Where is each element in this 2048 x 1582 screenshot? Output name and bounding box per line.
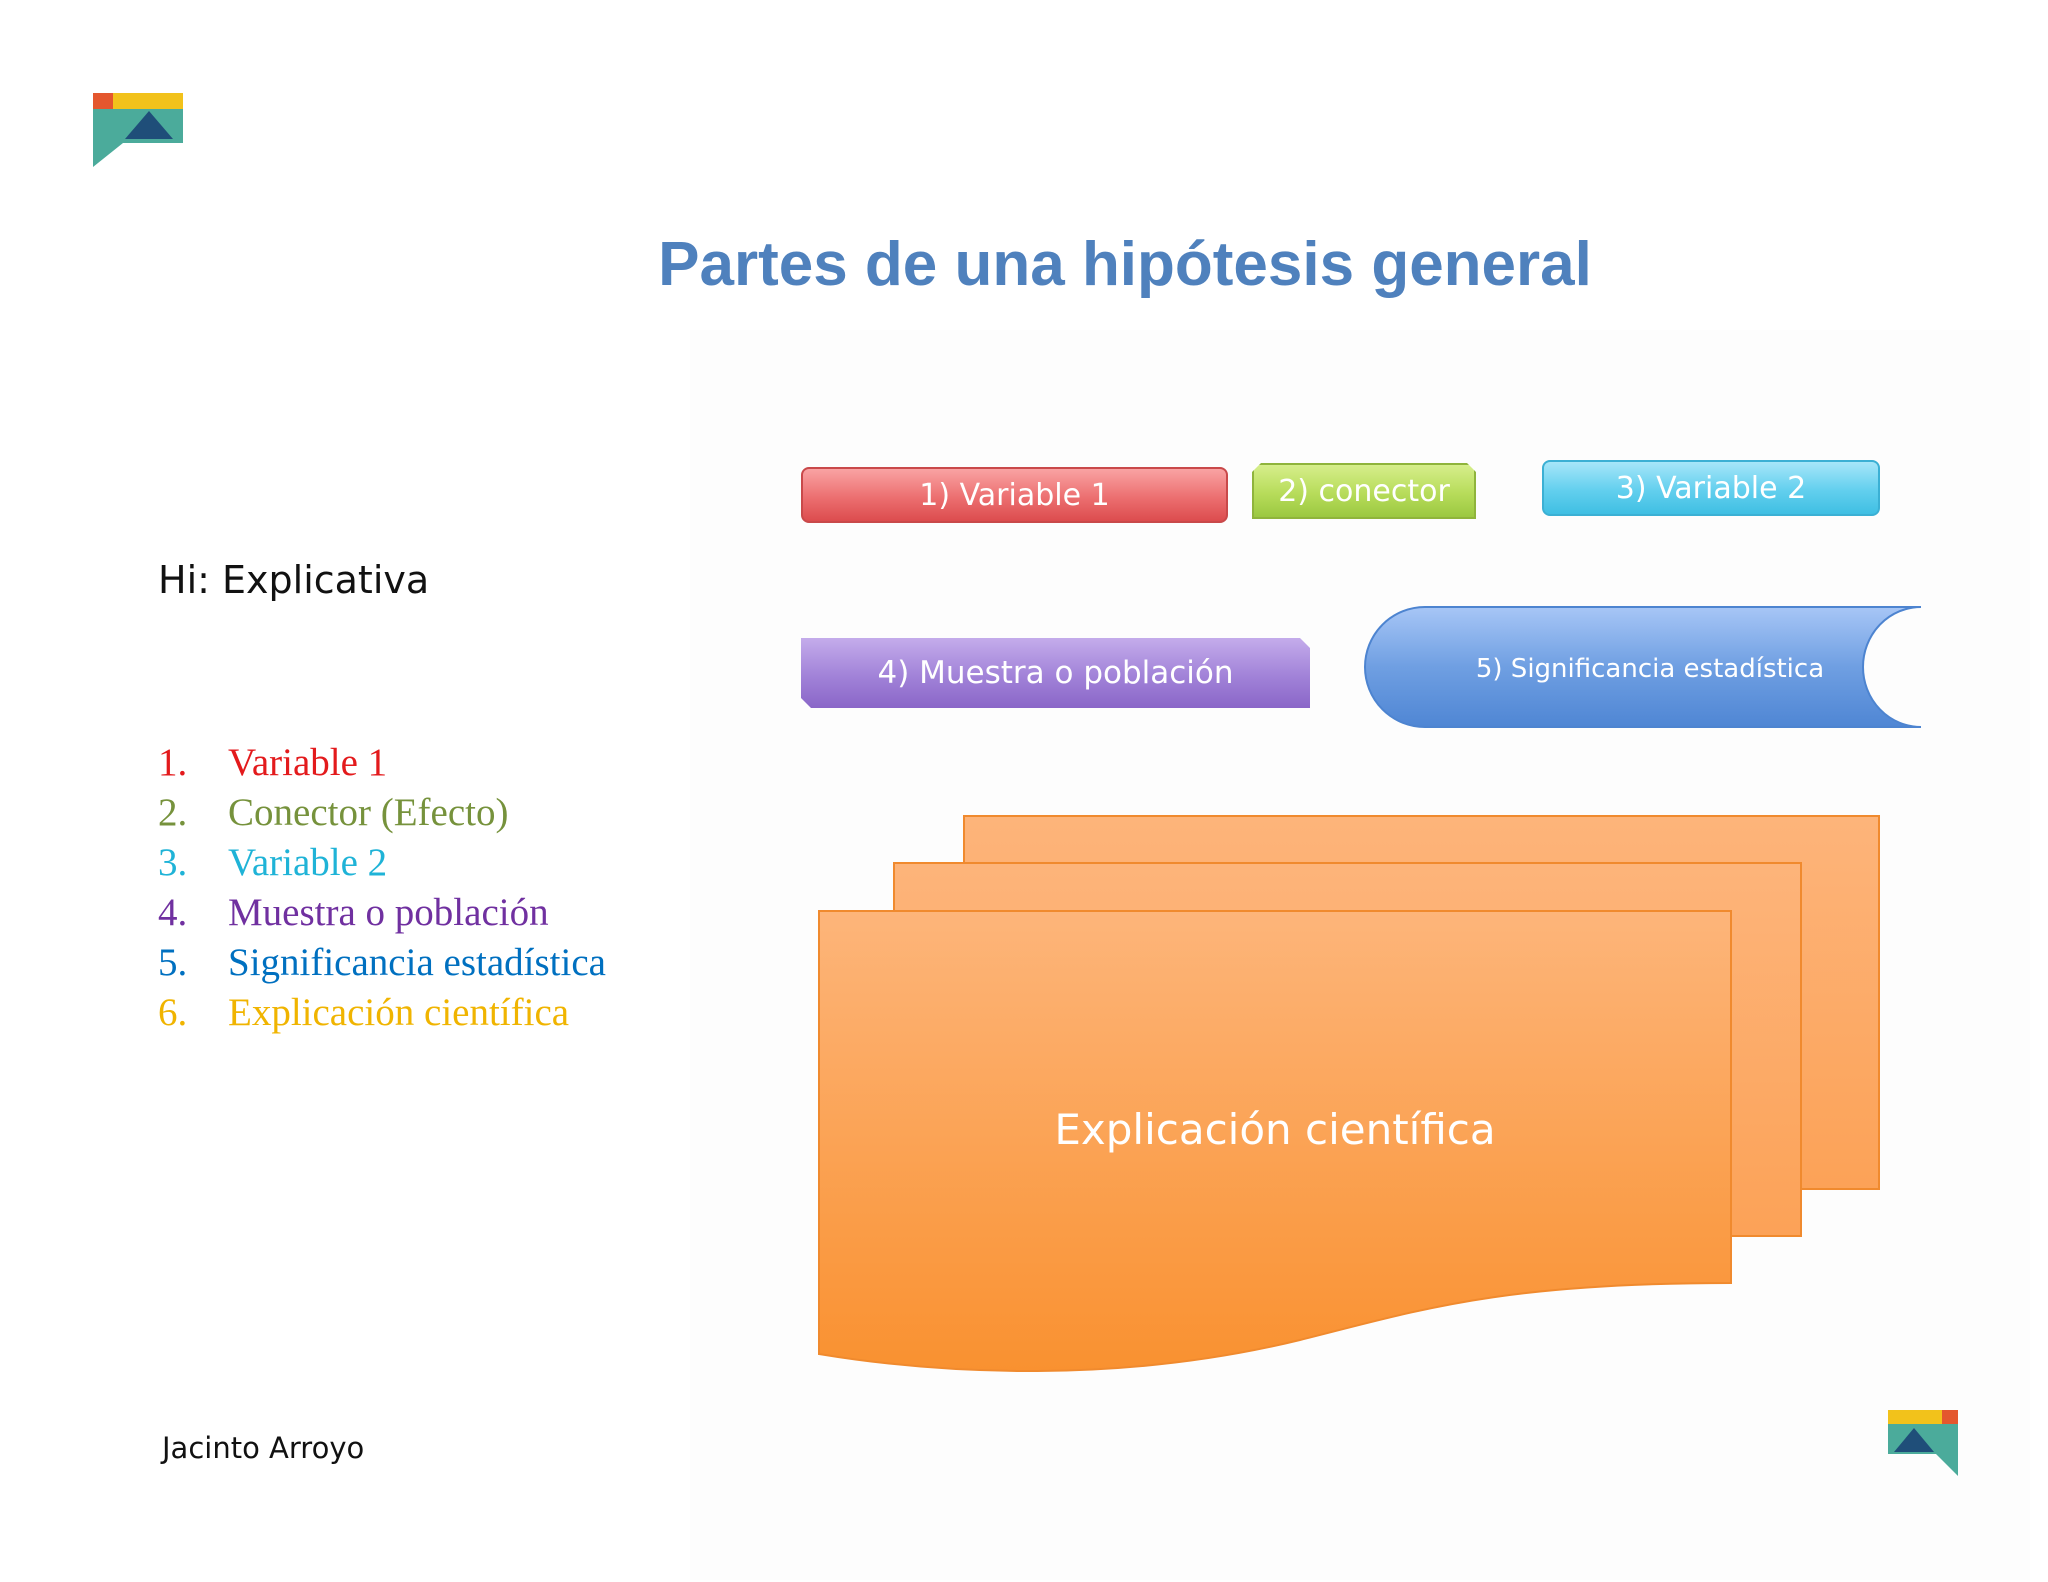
- author-name: Jacinto Arroyo: [162, 1431, 365, 1465]
- list-item: 5. Significancia estadística: [158, 938, 606, 988]
- document-stack-front: [818, 910, 1732, 1373]
- list-item-label: Variable 1: [228, 741, 388, 784]
- conector-box: 2) conector: [1252, 463, 1476, 519]
- list-item-number: 2.: [158, 791, 188, 834]
- list-item: 3. Variable 2: [158, 838, 606, 888]
- list-item-number: 3.: [158, 841, 188, 884]
- list-item-label: Muestra o población: [228, 891, 549, 934]
- list-item-label: Explicación científica: [228, 991, 570, 1034]
- hypothesis-type: Hi: Explicativa: [158, 558, 430, 602]
- list-item-number: 1.: [158, 741, 188, 784]
- list-item: 6. Explicación científica: [158, 988, 606, 1038]
- variable1-box: 1) Variable 1: [801, 467, 1228, 523]
- list-item: 4. Muestra o población: [158, 888, 606, 938]
- list-item-number: 5.: [158, 941, 188, 984]
- list-item-number: 6.: [158, 991, 188, 1034]
- flag-logo-icon: [93, 93, 183, 167]
- list-item-label: Variable 2: [228, 841, 388, 884]
- variable2-box: 3) Variable 2: [1542, 460, 1880, 516]
- sample-box: 4) Muestra o población: [801, 638, 1310, 708]
- parts-list: 1. Variable 1 2. Conector (Efecto) 3. Varia…: [158, 738, 606, 1038]
- list-item: 1. Variable 1: [158, 738, 606, 788]
- page-title: Partes de una hipótesis general: [658, 230, 1592, 299]
- list-item-label: Conector (Efecto): [228, 791, 509, 834]
- list-item: 2. Conector (Efecto): [158, 788, 606, 838]
- list-item-number: 4.: [158, 891, 188, 934]
- significance-label: 5) Significancia estadística: [1475, 654, 1825, 684]
- list-item-label: Significancia estadística: [228, 941, 606, 984]
- explanation-label: Explicación científica: [1054, 1105, 1496, 1154]
- significance-shape: [1364, 606, 1922, 728]
- flag-logo-icon: [1888, 1410, 1958, 1476]
